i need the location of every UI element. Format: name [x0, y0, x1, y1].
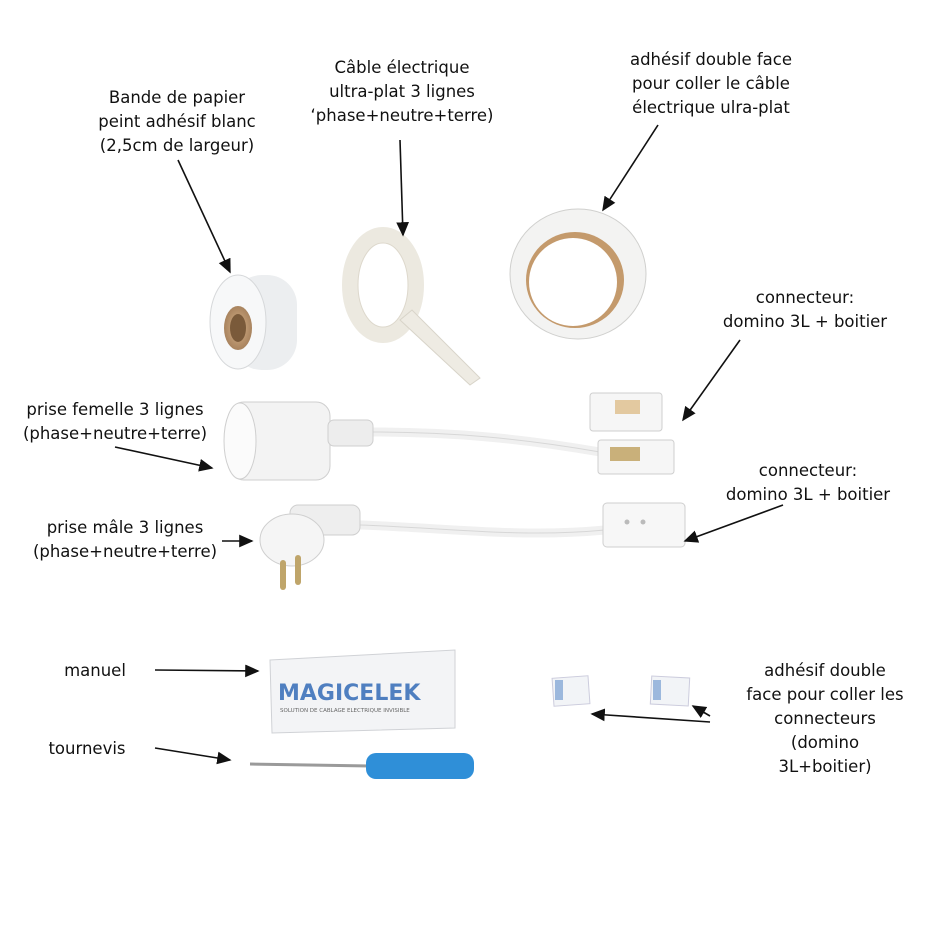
- arrow-manual: [154, 664, 260, 678]
- label-connector-adhesive: adhésif double face pour coller les conn…: [746, 659, 903, 779]
- label-line: électrique ulra-plat: [632, 98, 790, 117]
- label-connector-bottom: connecteur: domino 3L + boitier: [726, 459, 890, 507]
- arrow-female-plug: [114, 446, 214, 472]
- label-line: peint adhésif blanc: [98, 112, 256, 131]
- label-line: ultra-plat 3 lignes: [329, 82, 475, 101]
- label-line: adhésif double face: [629, 50, 793, 69]
- label-line: domino 3L + boitier: [725, 485, 891, 504]
- label-line: connecteurs: [774, 709, 876, 728]
- label-line: (domino: [790, 733, 860, 752]
- manual-booklet: MAGICELEK SOLUTION DE CABLAGE ELECTRIQUE…: [269, 649, 456, 734]
- arrow-connector-bottom: [683, 504, 784, 543]
- flat-cable-roll: [342, 227, 481, 386]
- adhesive-pads: [551, 675, 691, 707]
- label-line: adhésif double: [764, 661, 886, 680]
- arrow-paper-tape: [177, 159, 231, 274]
- label-double-tape: adhésif double face pour coller le câble…: [630, 48, 792, 120]
- connector-box-closed: [602, 502, 686, 548]
- label-line: connecteur:: [755, 288, 855, 307]
- label-screwdriver: tournevis: [48, 737, 125, 761]
- label-line: pour coller le câble: [632, 74, 790, 93]
- label-female-plug: prise femelle 3 lignes (phase+neutre+ter…: [23, 398, 207, 446]
- arrow-adhesive-right: [691, 705, 711, 719]
- arrow-connector-top: [682, 339, 741, 422]
- arrow-double-tape: [602, 124, 659, 212]
- manual-logo: MAGICELEK: [278, 681, 421, 706]
- label-line: prise mâle 3 lignes: [46, 518, 204, 537]
- arrow-flat-cable: [396, 139, 409, 237]
- label-male-plug: prise mâle 3 lignes (phase+neutre+terre): [33, 516, 217, 564]
- label-manual: manuel: [64, 659, 126, 683]
- label-line: ‘phase+neutre+terre): [310, 106, 494, 125]
- label-line: (phase+neutre+terre): [32, 542, 218, 561]
- label-line: prise femelle 3 lignes: [26, 400, 204, 419]
- screwdriver: [249, 753, 474, 779]
- connector-box-open: [589, 392, 675, 475]
- double-sided-tape-roll: [509, 208, 647, 340]
- label-line: face pour coller les: [746, 685, 904, 704]
- label-line: Bande de papier: [108, 88, 246, 107]
- manual-tagline: SOLUTION DE CABLAGE ELECTRIQUE INVISIBLE: [280, 708, 410, 714]
- label-line: manuel: [64, 661, 126, 680]
- label-line: Câble électrique: [334, 58, 470, 77]
- label-line: domino 3L + boitier: [722, 312, 888, 331]
- label-line: (2,5cm de largeur): [99, 136, 255, 155]
- paper-tape-roll: [209, 274, 297, 370]
- label-connector-top: connecteur: domino 3L + boitier: [723, 286, 887, 334]
- arrow-screwdriver: [154, 747, 232, 765]
- label-line: tournevis: [48, 739, 126, 758]
- female-plug-cable: [223, 401, 601, 481]
- label-line: connecteur:: [758, 461, 858, 480]
- label-line: (phase+neutre+terre): [22, 424, 208, 443]
- male-plug-cable: [259, 504, 606, 590]
- arrow-adhesive-left: [590, 708, 711, 723]
- label-paper-tape: Bande de papier peint adhésif blanc (2,5…: [98, 86, 256, 158]
- label-line: 3L+boitier): [778, 757, 872, 776]
- label-flat-cable: Câble électrique ultra-plat 3 lignes ‘ph…: [311, 56, 494, 128]
